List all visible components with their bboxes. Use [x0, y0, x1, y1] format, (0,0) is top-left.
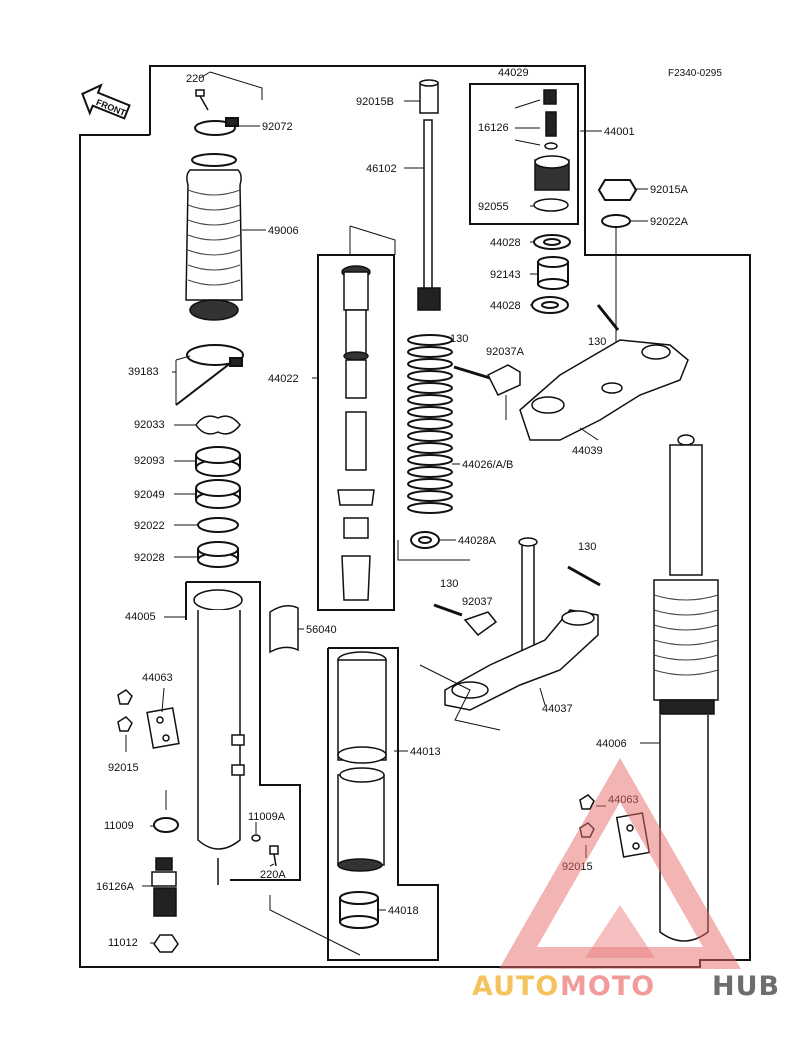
washer-11009A-icon [251, 834, 261, 842]
label-220: 220 [186, 73, 204, 85]
front-arrow-icon: FRONT [81, 83, 131, 120]
label-11009: 11009 [104, 820, 134, 832]
label-92072: 92072 [262, 121, 293, 133]
watermark-text-auto: AUTO [472, 971, 559, 1002]
bushing-44018-icon [339, 891, 379, 929]
damper-rod-44022-icon [337, 265, 375, 601]
bolt-220-icon [195, 89, 209, 111]
ring-92049-icon [195, 479, 241, 509]
label-130-b: 130 [588, 336, 606, 348]
outer-tube-44005-icon [193, 589, 245, 885]
label-130-d: 130 [578, 541, 596, 553]
bolt-130-a-icon [453, 365, 491, 380]
label-11009A: 11009A [248, 811, 286, 823]
bracket-44063-left-icon [117, 689, 180, 749]
label-44005: 44005 [125, 611, 156, 623]
label-130-a: 130 [450, 333, 468, 345]
label-92033: 92033 [134, 419, 165, 431]
label-44026: 44026/A/B [462, 459, 513, 471]
bolt-130-c-icon [433, 603, 463, 617]
label-44018: 44018 [388, 905, 419, 917]
nut-92015B-icon [419, 79, 439, 114]
dust-boot-49006-icon [185, 169, 243, 321]
label-92049: 92049 [134, 489, 165, 501]
label-92015A: 92015A [650, 184, 689, 196]
label-92055: 92055 [478, 201, 509, 213]
label-44028A: 44028A [458, 535, 497, 547]
washer-92022A-icon [601, 214, 631, 228]
oring-11009-icon [153, 817, 179, 833]
label-44001: 44001 [604, 126, 635, 138]
collar-92143-icon [537, 256, 569, 290]
label-39183: 39183 [128, 366, 159, 378]
watermark-text-hub: HUB [712, 971, 780, 1002]
label-44037: 44037 [542, 703, 573, 715]
label-92028: 92028 [134, 552, 165, 564]
label-11012: 11012 [108, 937, 138, 949]
bolt-220A-icon [269, 845, 279, 867]
spring-44026-icon [407, 334, 453, 514]
label-16126: 16126 [478, 122, 509, 134]
bolt-130-d-icon [567, 565, 601, 587]
label-92093: 92093 [134, 455, 165, 467]
watermark-triangle-icon [499, 757, 741, 969]
label-44029: 44029 [498, 67, 529, 79]
label-44039: 44039 [572, 445, 603, 457]
label-92022: 92022 [134, 520, 165, 532]
bracket-92037A-icon [486, 364, 521, 396]
cap-44001-icon [533, 89, 570, 212]
upper-clamp-44039-icon [519, 339, 689, 441]
clamp-39183-icon [175, 344, 244, 406]
bracket-92037-icon [463, 611, 498, 637]
label-16126A: 16126A [96, 881, 135, 893]
washer-92022-icon [197, 517, 239, 533]
nut-92015A-icon [597, 179, 638, 201]
ring-top-icon [191, 153, 237, 167]
assembly-outline [79, 65, 751, 968]
label-92037A: 92037A [486, 346, 525, 358]
label-44013: 44013 [410, 746, 441, 758]
label-220A: 220A [260, 869, 286, 881]
clamp-92072-icon [194, 117, 239, 136]
label-44028-lower: 44028 [490, 300, 521, 312]
seal-92093-icon [195, 446, 241, 477]
steering-stem-44037-icon [444, 537, 599, 711]
watermark-logo: AUTO MOTO HUB [472, 757, 780, 1002]
watermark-text-moto: MOTO [560, 971, 655, 1002]
label-92037: 92037 [462, 596, 493, 608]
inner-tube-44013-icon [337, 651, 387, 872]
leader-lines [142, 100, 660, 944]
label-56040-icon [269, 605, 299, 654]
piston-rod-46102-icon [417, 119, 441, 311]
label-49006: 49006 [268, 225, 299, 237]
reference-code: F2340-0295 [668, 68, 722, 79]
part-labels: 220 92072 49006 39183 92033 92093 92049 … [96, 67, 689, 949]
label-44006: 44006 [596, 738, 627, 750]
label-44028-upper: 44028 [490, 237, 521, 249]
label-92143: 92143 [490, 269, 521, 281]
label-56040: 56040 [306, 624, 337, 636]
label-46102: 46102 [366, 163, 397, 175]
seat-44028A-icon [410, 531, 440, 549]
washer-44028-upper-icon [533, 234, 571, 250]
washer-44028-lower-icon [531, 296, 569, 314]
label-130-c: 130 [440, 578, 458, 590]
nut-11012-icon [153, 934, 179, 953]
label-92015-left: 92015 [108, 762, 139, 774]
gasket-92033-icon [195, 415, 241, 435]
bolt-130-b-icon [596, 304, 620, 331]
label-44022: 44022 [268, 373, 299, 385]
label-92015B: 92015B [356, 96, 394, 108]
label-44063-left: 44063 [142, 672, 173, 684]
bushing-92028-icon [197, 541, 239, 568]
valve-16126A-icon [151, 857, 177, 917]
label-92022A: 92022A [650, 216, 689, 228]
fork-44006-icon [653, 434, 719, 942]
